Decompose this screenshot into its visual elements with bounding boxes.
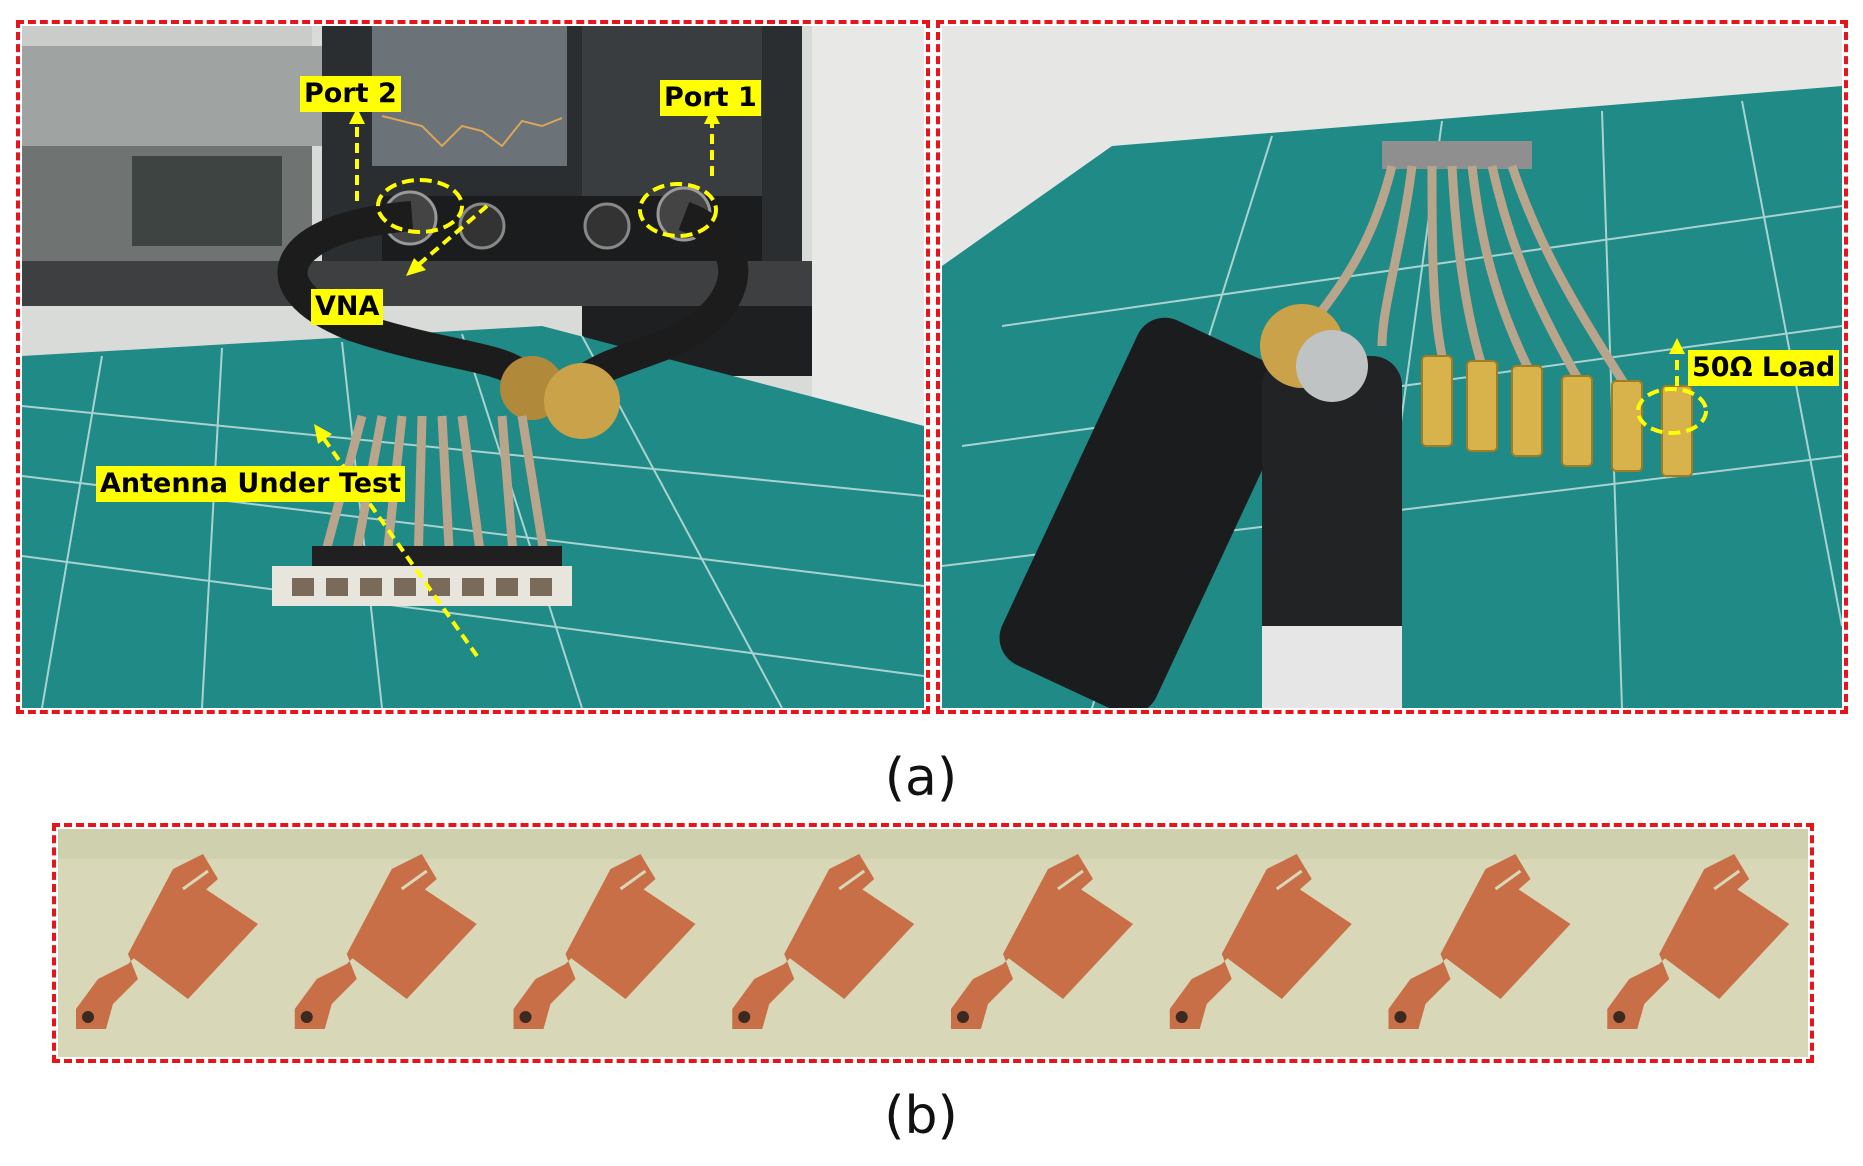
antenna-element — [76, 854, 258, 1029]
photo-vna-setup — [22, 26, 924, 708]
label-50-ohm-load: 50Ω Load — [1688, 350, 1840, 386]
antenna-element — [732, 854, 915, 1029]
antenna-element — [1169, 854, 1352, 1029]
photo-load-termination — [942, 26, 1842, 708]
antenna-element — [1607, 854, 1790, 1029]
label-antenna-under-test: Antenna Under Test — [96, 466, 406, 502]
photo-right-frame — [936, 20, 1848, 714]
label-port-2: Port 2 — [300, 76, 401, 112]
caption-b: (b) — [884, 1086, 958, 1146]
photo-left-frame — [16, 20, 930, 714]
label-port-1: Port 1 — [660, 80, 761, 116]
antenna-element — [951, 854, 1133, 1029]
antenna-element — [513, 854, 696, 1029]
antenna-element — [1388, 854, 1571, 1029]
photo-antenna-array — [58, 829, 1808, 1057]
antenna-strip-frame — [52, 823, 1814, 1063]
label-vna: VNA — [311, 289, 384, 325]
caption-a: (a) — [884, 748, 958, 808]
antenna-element — [294, 854, 477, 1029]
